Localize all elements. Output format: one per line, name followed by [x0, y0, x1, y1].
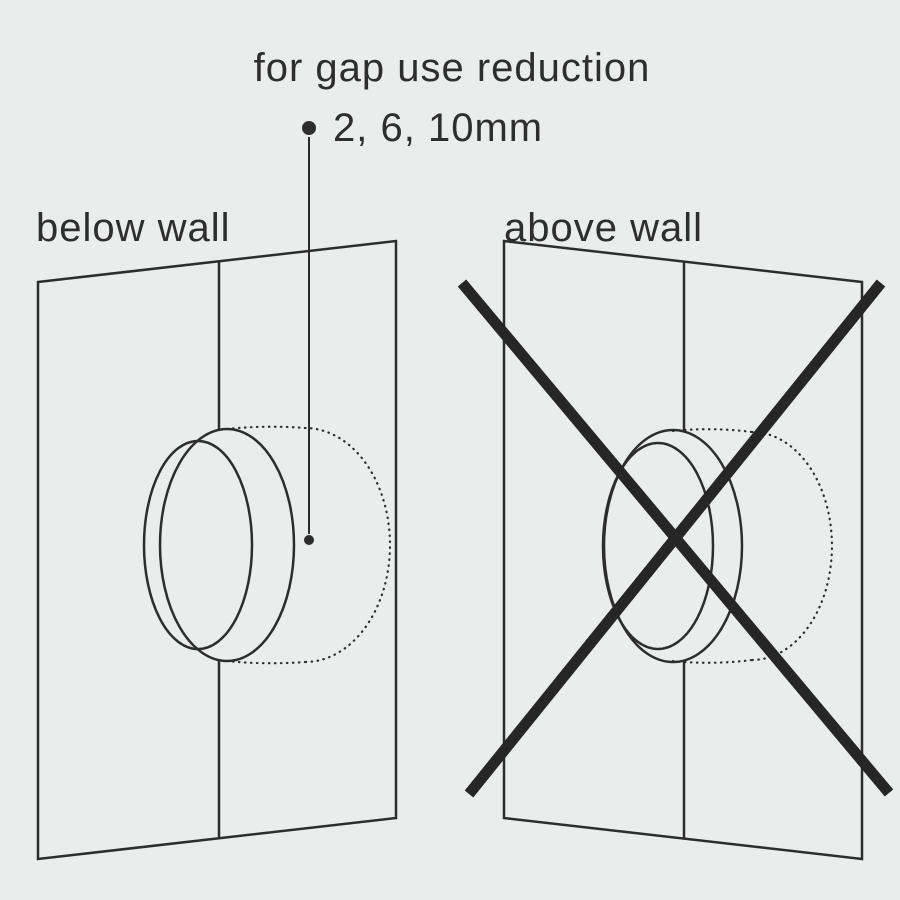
dotted-top-connector: [671, 428, 754, 434]
callout-dot-icon: [302, 121, 316, 135]
cross-stroke-2: [464, 279, 886, 798]
below-wall-panel: [36, 239, 398, 861]
dotted-ellipse-arc: [750, 430, 834, 662]
recessed-position-outline: [671, 428, 834, 664]
below-wall-label: below wall: [36, 206, 231, 250]
wall-outline: [502, 239, 864, 861]
dotted-ellipse-arc: [303, 426, 392, 664]
callout-end-dot-icon: [304, 535, 314, 545]
socket-cylinder-front-rim: [601, 441, 715, 651]
callout-leader: [302, 121, 316, 545]
dotted-top-connector: [225, 425, 307, 431]
wall-outline: [36, 239, 398, 861]
annotation-values: 2, 6, 10mm: [333, 106, 544, 150]
dotted-bottom-connector: [225, 659, 307, 665]
annotation-title: for gap use reduction: [253, 46, 651, 90]
socket-cylinder-back-rim: [158, 427, 296, 663]
recessed-position-outline: [225, 425, 392, 665]
above-wall-label: above wall: [504, 206, 704, 250]
dotted-bottom-connector: [671, 658, 754, 664]
socket-cylinder-front-rim: [142, 439, 254, 651]
above-wall-panel: [457, 239, 894, 861]
prohibition-cross-icon: [457, 279, 894, 798]
